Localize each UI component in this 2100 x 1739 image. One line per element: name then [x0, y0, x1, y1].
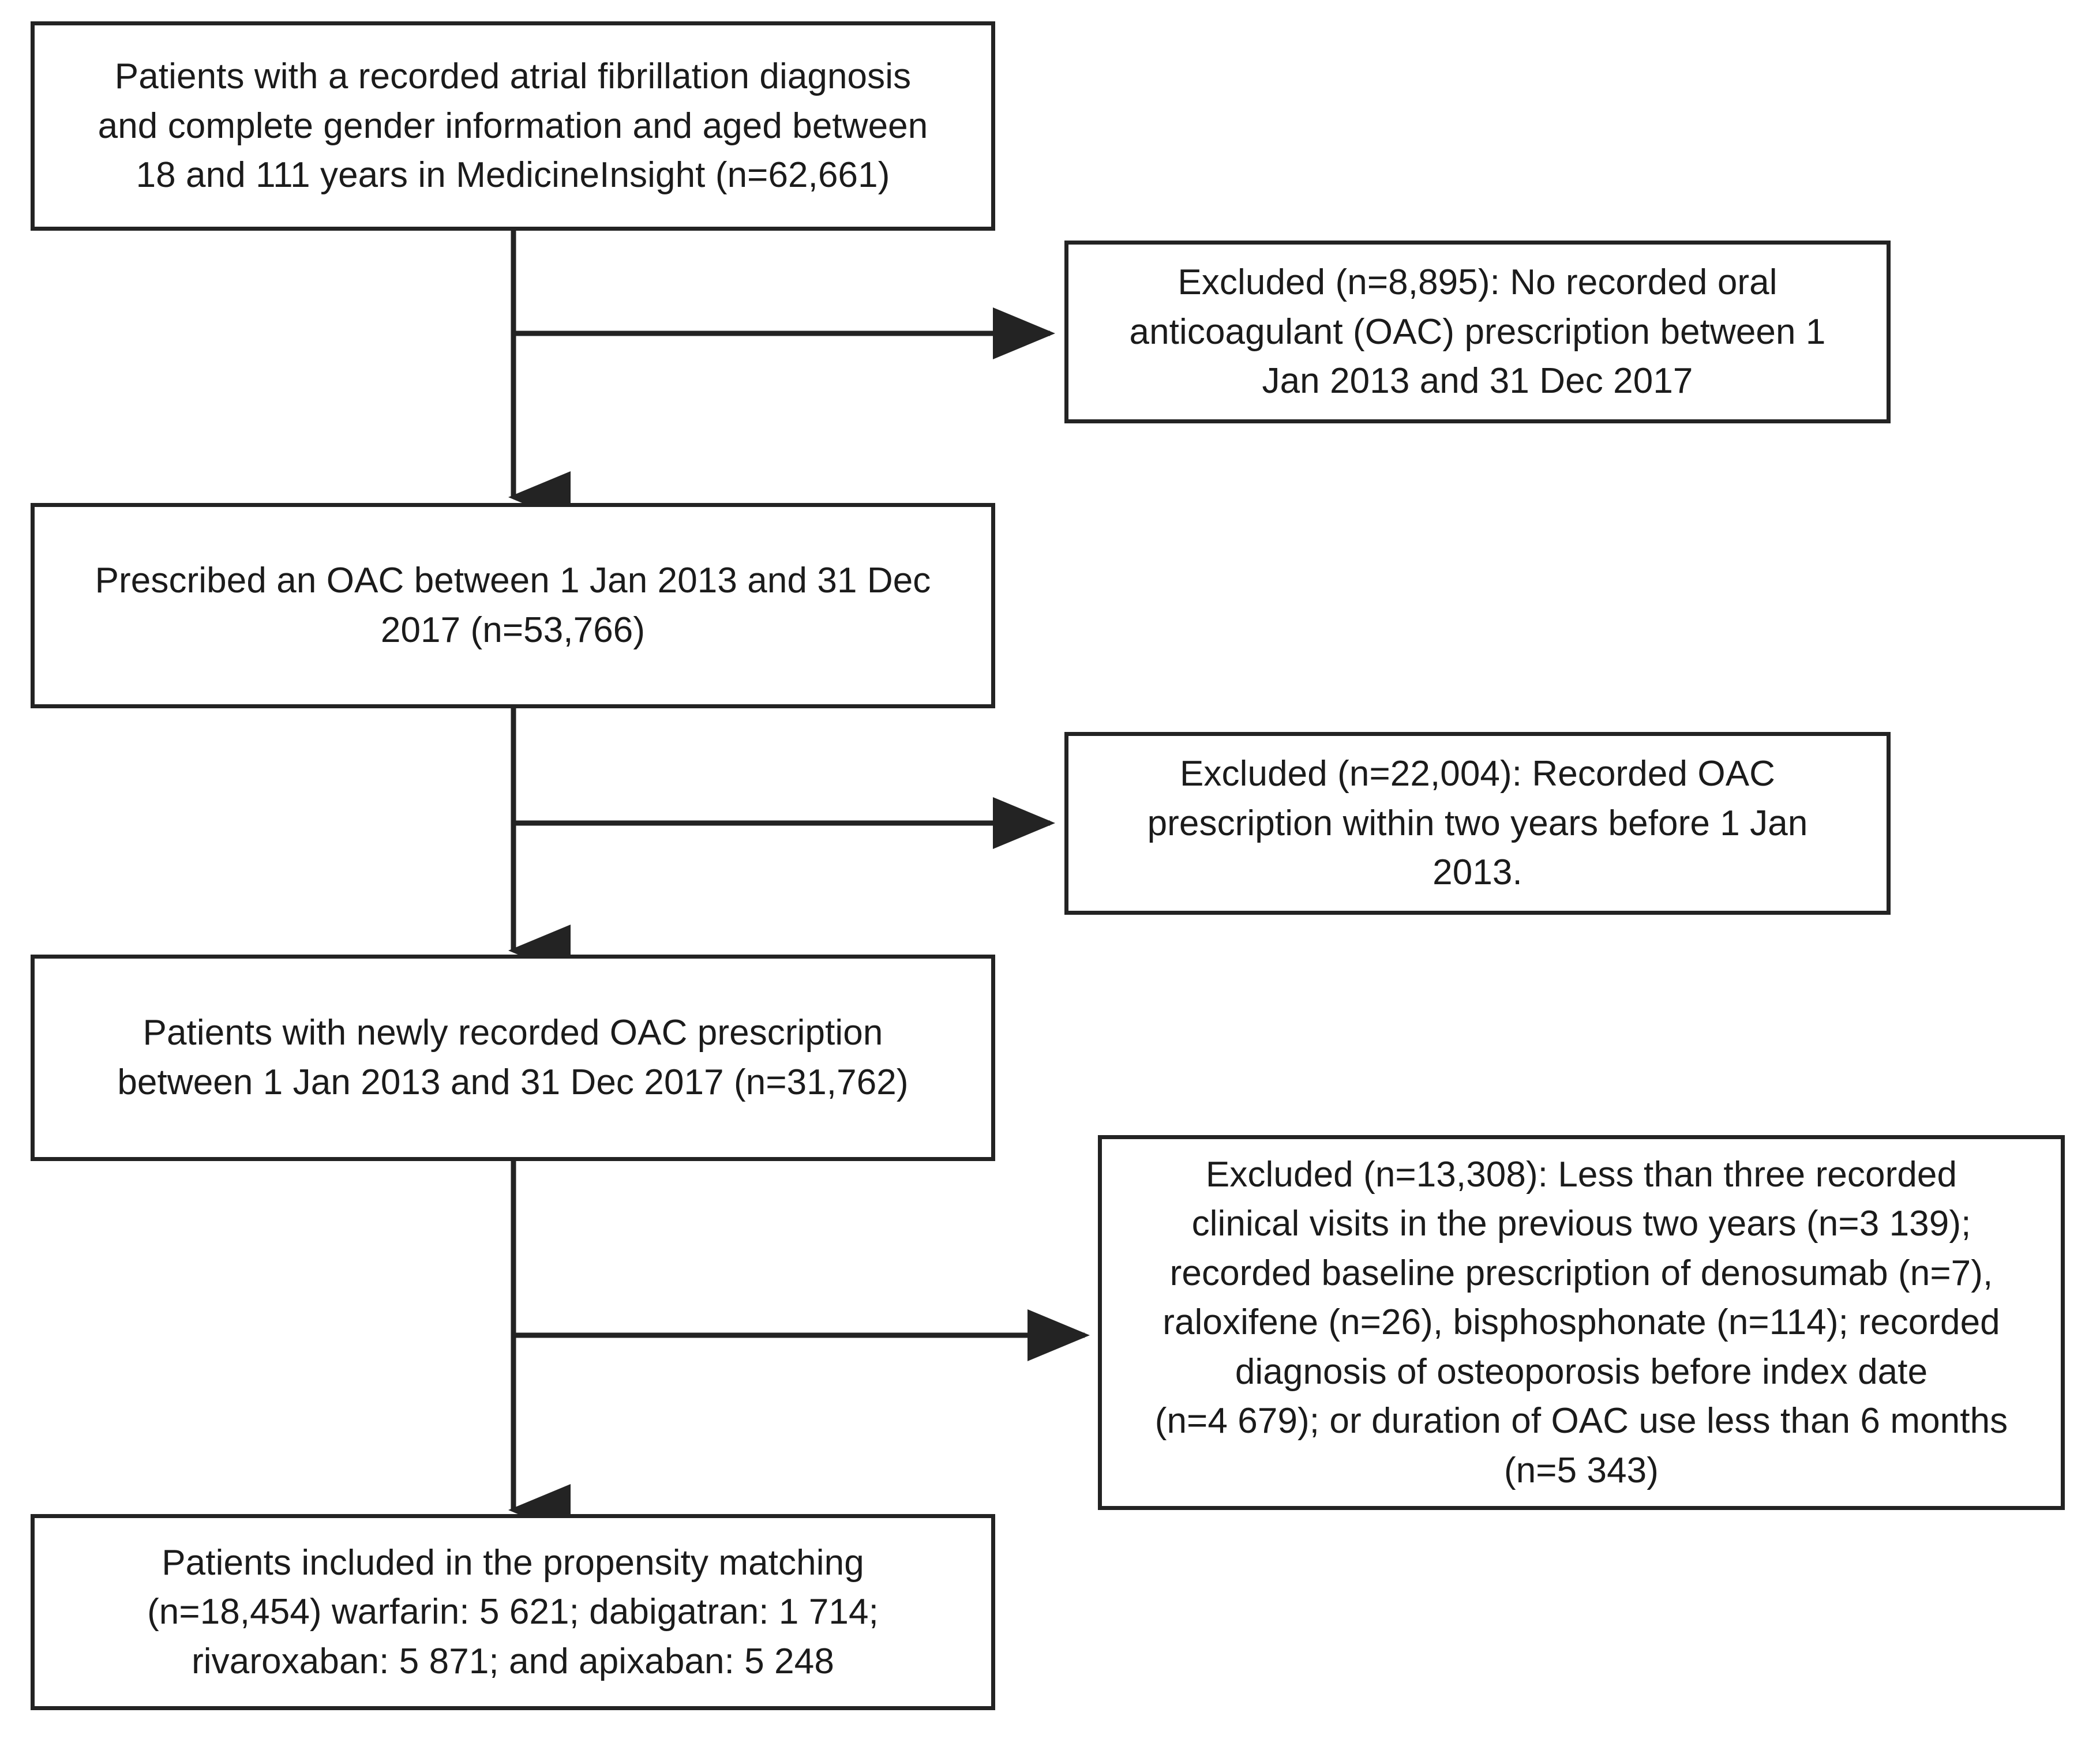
flow-box-newly-recorded-oac-text: Patients with newly recorded OAC prescri…	[117, 1013, 909, 1102]
flow-box-included-propensity-matching[interactable]: Patients included in the propensity matc…	[31, 1514, 995, 1710]
exclusion-box-other-criteria[interactable]: Excluded (n=13,308): Less than three rec…	[1098, 1135, 2065, 1510]
exclusion-box-no-oac-text: Excluded (n=8,895): No recorded oral ant…	[1129, 262, 1826, 401]
exclusion-box-no-oac[interactable]: Excluded (n=8,895): No recorded oral ant…	[1064, 241, 1891, 423]
flow-box-included-propensity-matching-text: Patients included in the propensity matc…	[147, 1542, 879, 1681]
flow-box-prescribed-oac-text: Prescribed an OAC between 1 Jan 2013 and…	[95, 561, 931, 650]
flow-box-cohort-source[interactable]: Patients with a recorded atrial fibrilla…	[31, 21, 995, 231]
exclusion-box-prior-oac-text: Excluded (n=22,004): Recorded OAC prescr…	[1147, 754, 1808, 893]
flow-box-prescribed-oac[interactable]: Prescribed an OAC between 1 Jan 2013 and…	[31, 503, 995, 708]
flow-box-newly-recorded-oac[interactable]: Patients with newly recorded OAC prescri…	[31, 955, 995, 1161]
flow-box-cohort-source-text: Patients with a recorded atrial fibrilla…	[97, 57, 928, 196]
exclusion-box-other-criteria-text: Excluded (n=13,308): Less than three rec…	[1154, 1154, 2008, 1490]
exclusion-box-prior-oac[interactable]: Excluded (n=22,004): Recorded OAC prescr…	[1064, 732, 1891, 915]
